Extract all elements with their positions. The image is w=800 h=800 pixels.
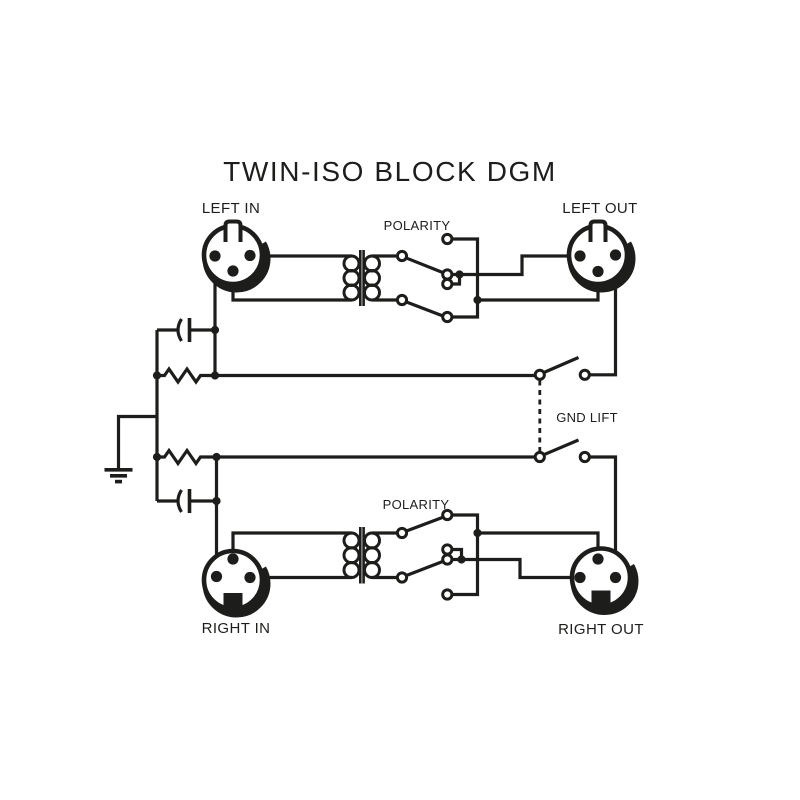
switch-pivot [533,450,546,464]
ground-branch [116,414,157,468]
pin-1 [209,250,221,262]
wire-right-out-cold [452,557,580,580]
switch-contact [441,310,454,324]
switch-contact [441,508,454,522]
right-out-label: RIGHT OUT [558,621,644,638]
resistor-bottom-icon [157,447,217,467]
pin-2 [244,249,256,262]
switch-arm [405,256,444,275]
cap-top-curved-plate [176,318,183,342]
pin-3 [592,553,604,565]
switch-pivot [533,368,546,381]
junction-dot [212,452,221,462]
wires-left-channel [213,254,618,378]
cross-link [452,513,480,597]
capacitor-top-icon [157,318,215,342]
junction-dot [152,452,162,462]
junction-dot [457,555,466,564]
switch-contact [441,277,454,291]
xlr-left-out-connector: LEFT OUT [562,200,637,293]
right-in-label: RIGHT IN [202,620,271,637]
connector-shadow [202,224,271,293]
switch-arm [405,300,444,318]
switch-contact [441,232,454,246]
switch-arm [542,438,580,457]
pin-2 [574,571,586,584]
pin-1 [210,570,223,583]
switch-arm [542,356,580,375]
wire-left-out-hot [459,254,580,277]
junction-dot [210,371,220,380]
switch-contact [578,368,591,381]
switch-pivot [395,249,409,263]
switch-contact [441,268,454,281]
earth-ground-icon [104,468,133,484]
ground-network [104,318,221,513]
resistor-top-icon [157,366,215,385]
polarity-switch-top: POLARITY [384,218,482,324]
pin-1 [609,249,622,261]
switch-pivot [395,571,409,584]
isolation-transformer-bottom-icon [342,527,398,584]
gnd-lift-switch: GND LIFT [533,356,618,464]
keyway-notch [223,593,243,616]
pin-3 [592,265,604,278]
gnd-lift-label: GND LIFT [556,410,618,425]
polarity-top-label: POLARITY [384,218,451,233]
wires-right-channel [214,455,618,580]
pin-1 [609,571,622,584]
switch-contact [441,553,454,566]
pin-3 [227,553,239,565]
polarity-switch-bottom: POLARITY [383,497,482,601]
wire-right-out-shield [589,455,618,578]
switch-pivot [395,293,409,307]
switch-contact [441,588,454,601]
cap-bottom-curved-plate [176,489,183,513]
pin-2 [244,571,256,584]
xlr-right-out-connector: RIGHT OUT [558,546,644,638]
junction-dot [473,528,482,538]
junction-dot [473,295,482,305]
connector-shadow [567,224,636,293]
switch-contact [578,450,591,464]
diagram-title: TWIN-ISO BLOCK DGM [223,156,557,187]
keyway-notch [223,219,243,242]
junction-dot [152,371,162,380]
isolation-transformer-top-icon [342,250,398,306]
keyway-notch [588,219,608,242]
polarity-bottom-label: POLARITY [383,497,450,512]
pin-3 [227,265,239,277]
cross-link [452,237,480,319]
keyway-notch [591,590,611,613]
switch-pivot [395,526,409,540]
junction-dot [212,496,221,506]
switch-arm [405,515,444,533]
junction-dot [210,325,220,335]
xlr-left-in-connector: LEFT IN [201,200,271,293]
left-in-label: LEFT IN [202,200,260,217]
switch-contact [441,543,454,556]
pin-2 [574,250,586,262]
junction-dot [455,270,464,279]
xlr-right-in-connector: RIGHT IN [202,548,271,637]
left-out-label: LEFT OUT [562,200,637,217]
wire-left-out-shield [589,255,618,377]
capacitor-bottom-icon [157,489,217,513]
switch-arm [405,559,444,578]
